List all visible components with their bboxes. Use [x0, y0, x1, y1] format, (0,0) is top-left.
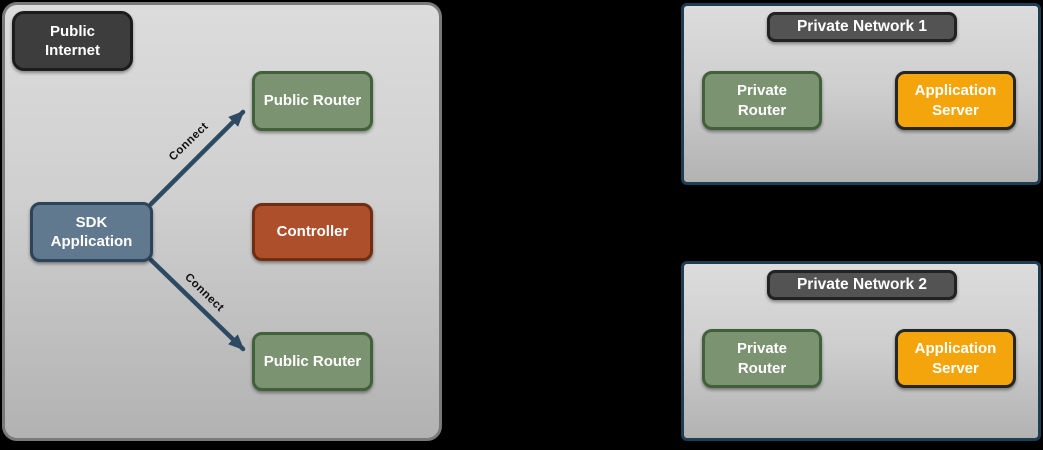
private-network-2-label: Private Network 2: [767, 270, 957, 300]
arrow-sdk-to-top-router: [148, 109, 246, 207]
node-application-server-2: Application Server: [895, 329, 1016, 388]
public-internet-label: Public Internet: [12, 11, 133, 71]
connect-label-bottom: Connect: [182, 271, 226, 314]
node-private-router-1: Private Router: [702, 71, 822, 130]
zone-private-network-2: Private Network 2 Private Router Applica…: [681, 261, 1041, 441]
private-network-1-label: Private Network 1: [767, 12, 957, 42]
node-application-server-1: Application Server: [895, 71, 1016, 130]
node-public-router-top: Public Router: [252, 71, 373, 131]
zone-private-network-1: Private Network 1 Private Router Applica…: [681, 3, 1041, 185]
node-private-router-2: Private Router: [702, 329, 822, 388]
connect-label-top: Connect: [167, 120, 211, 163]
zone-public-internet: Public Internet Connect Connect Public R…: [2, 2, 442, 441]
arrow-sdk-to-bottom-router: [148, 257, 246, 352]
node-public-router-bottom: Public Router: [252, 332, 373, 391]
node-sdk-application: SDK Application: [30, 202, 153, 262]
node-controller: Controller: [252, 203, 373, 261]
